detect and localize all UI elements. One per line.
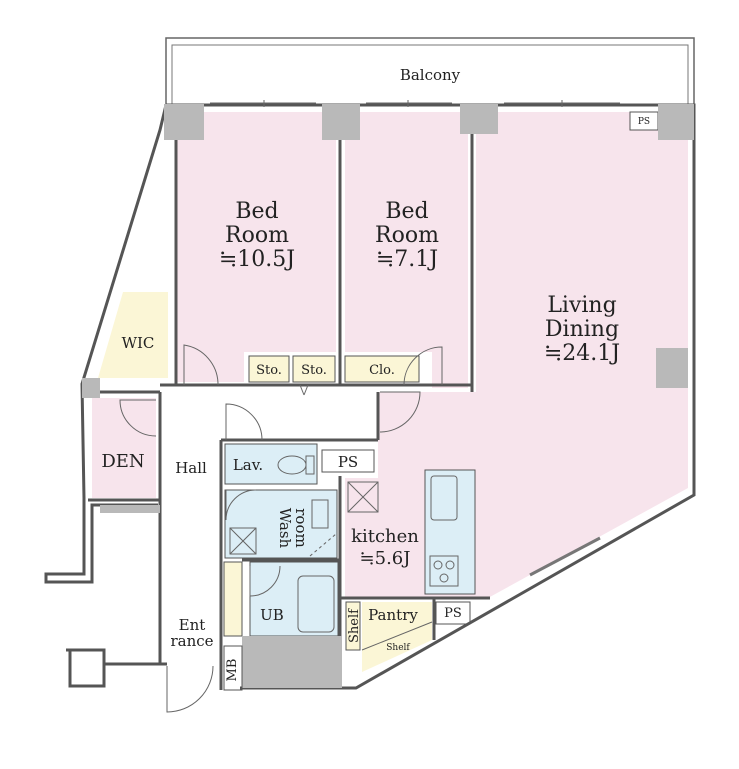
bedroom-2-label: Bed <box>385 199 428 224</box>
kitchen-label: kitchen <box>351 526 419 547</box>
entrance-label-2: rance <box>170 632 213 650</box>
den-label: DEN <box>101 451 144 472</box>
entrance-label: Ent <box>179 616 206 634</box>
pantry-shelf-label: Shelf <box>386 643 410 653</box>
clo-label: Clo. <box>369 363 395 378</box>
ps-mid <box>321 449 375 473</box>
living-label-2: Dining <box>545 317 619 342</box>
ps-top-label: PS <box>638 117 650 127</box>
kitchen-area: ≒5.6J <box>360 548 411 569</box>
hall <box>163 392 223 620</box>
bedroom-2-area: ≒7.1J <box>376 247 438 272</box>
balcony-label: Balcony <box>400 66 461 84</box>
wic-label: WIC <box>122 334 155 352</box>
kitchen <box>345 478 425 598</box>
living-area: ≒24.1J <box>544 341 620 366</box>
shelf-label: Shelf <box>347 608 362 643</box>
hall-label: Hall <box>175 459 207 477</box>
wash-room <box>224 489 338 559</box>
living-label: Living <box>547 293 616 318</box>
bedroom-1 <box>176 112 336 382</box>
mb-box <box>223 645 243 691</box>
labels: Balcony Bed Room ≒10.5J Bed Room ≒7.1J L… <box>101 66 650 681</box>
shelf <box>345 601 361 651</box>
bedroom-1-area: ≒10.5J <box>219 247 295 272</box>
unit-bath <box>249 561 339 637</box>
sto-2-label: Sto. <box>301 363 327 378</box>
lavatory <box>224 443 318 485</box>
mb-label: MB <box>225 659 240 682</box>
pantry <box>362 602 432 672</box>
doors <box>119 344 443 713</box>
clo <box>344 355 420 383</box>
wic <box>98 292 168 378</box>
bedroom-1-label-2: Room <box>225 223 289 248</box>
fixtures <box>229 455 476 651</box>
ps-bottom-label: PS <box>444 606 462 621</box>
columns <box>82 104 694 688</box>
pantry-label: Pantry <box>368 606 418 624</box>
lav-label: Lav. <box>233 456 263 474</box>
wash-label: Wash <box>276 508 294 549</box>
windows <box>210 100 620 577</box>
ub-label: UB <box>260 606 284 624</box>
wash-label-2: room <box>292 508 310 547</box>
bedroom-2-label-2: Room <box>375 223 439 248</box>
bedroom-2 <box>345 112 468 388</box>
sto-1 <box>248 355 290 383</box>
den <box>92 398 156 498</box>
bedroom-1-label: Bed <box>235 199 278 224</box>
ps-mid-label: PS <box>338 453 358 471</box>
sto-1-label: Sto. <box>256 363 282 378</box>
sto-2 <box>292 355 336 383</box>
entrance-storage <box>223 561 243 637</box>
balcony <box>165 37 695 106</box>
ps-bottom <box>435 601 471 625</box>
